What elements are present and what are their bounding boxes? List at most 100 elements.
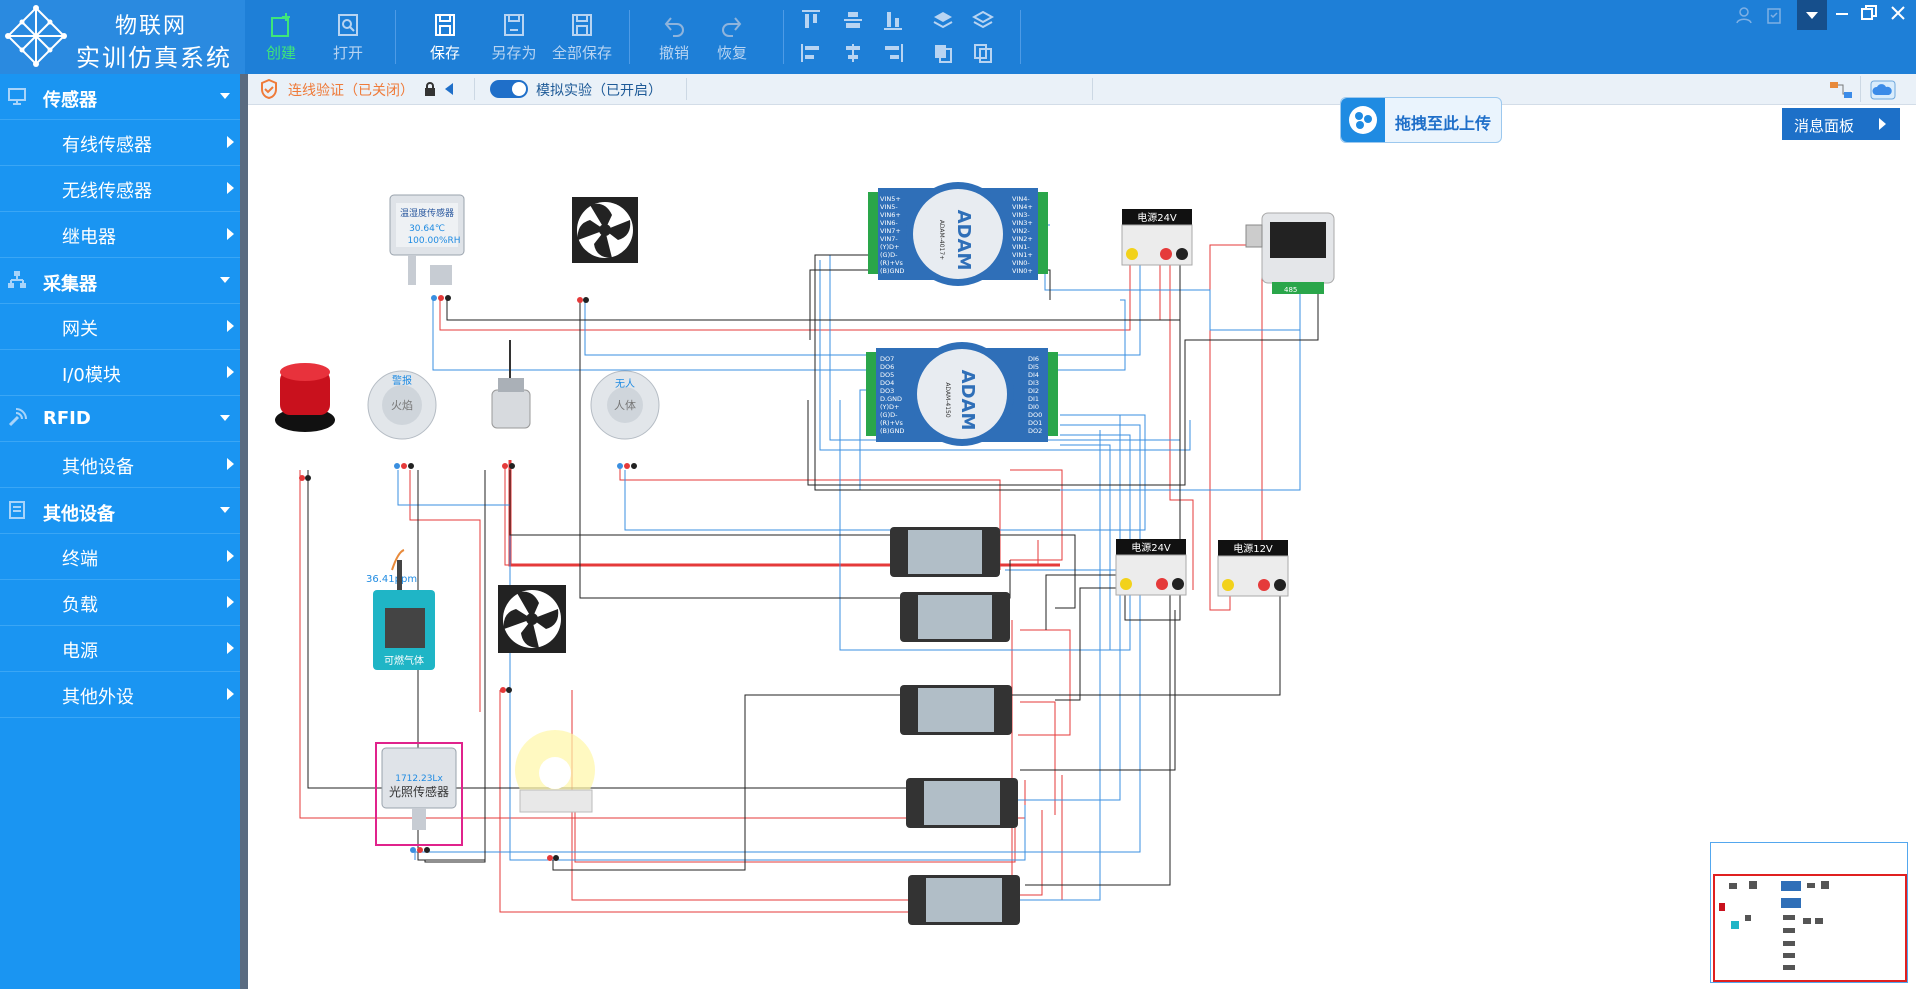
- minimap[interactable]: [1710, 842, 1908, 983]
- message-panel-button[interactable]: 消息面板: [1782, 108, 1900, 140]
- chevron-right-icon: [227, 136, 234, 148]
- flame-sensor[interactable]: 警报 火焰: [367, 370, 437, 469]
- fan-device[interactable]: [498, 585, 566, 693]
- power-label: 电源12V: [1233, 542, 1273, 555]
- relay-module[interactable]: [890, 527, 1000, 577]
- adam-pin-label: VIN6-: [880, 219, 898, 227]
- lamp-device[interactable]: [515, 730, 595, 861]
- light-readout: 1712.23Lx: [395, 774, 443, 784]
- chevron-right-icon: [227, 320, 234, 332]
- adam-pin-label: (B)GND: [880, 267, 904, 275]
- sidebar-item-terminal[interactable]: 终端: [0, 534, 240, 580]
- adam-pin-label: DO0: [1028, 411, 1042, 419]
- power-supply-24v[interactable]: 电源24V: [1115, 539, 1187, 596]
- validation-toggle[interactable]: 连线验证（已关闭）: [288, 83, 414, 99]
- chevron-right-icon: [227, 366, 234, 378]
- flame-label: 火焰: [391, 398, 413, 412]
- chevron-right-icon: [227, 182, 234, 194]
- bring-front-icon[interactable]: [932, 9, 954, 31]
- human-body-sensor[interactable]: 无人 人体: [590, 370, 660, 469]
- combustible-gas-sensor[interactable]: 36.41ppm 可燃气体: [366, 549, 435, 670]
- lock-icon[interactable]: [424, 82, 436, 96]
- upload-dropzone[interactable]: 拖拽至此上传: [1340, 97, 1502, 143]
- collector-icon: [8, 271, 26, 288]
- align-right-icon[interactable]: [882, 42, 904, 64]
- sidebar-category-rfid[interactable]: RFID: [0, 396, 240, 442]
- ultrasonic-sensor[interactable]: [491, 340, 531, 469]
- app-logo: 物联网 实训仿真系统: [0, 0, 245, 74]
- minimize-icon[interactable]: [1834, 6, 1850, 22]
- align-left-icon[interactable]: [800, 42, 822, 64]
- sidebar-item-power[interactable]: 电源: [0, 626, 240, 672]
- open-button[interactable]: 打开: [317, 10, 379, 66]
- sidebar-item-wired-sensor[interactable]: 有线传感器: [0, 120, 240, 166]
- relay-module[interactable]: [900, 592, 1010, 642]
- save-as-icon: [504, 14, 524, 36]
- chevron-right-icon: [227, 550, 234, 562]
- sidebar-category-sensor[interactable]: 传感器: [0, 74, 240, 120]
- user-icon[interactable]: [1735, 6, 1753, 24]
- minimap-preview: [1719, 881, 1829, 970]
- design-canvas[interactable]: 温湿度传感器 30.64℃ 100.00%RH 警报 火焰: [248, 105, 1916, 989]
- adam-4150-module[interactable]: ADAM ADAM-4150 DO7 DO6 DO5 DO4 DO3 D.GND…: [866, 342, 1058, 446]
- adam-pin-label: DO4: [880, 379, 894, 387]
- relay-module[interactable]: [900, 685, 1012, 735]
- sidebar-item-label: 其他外设: [62, 687, 134, 708]
- alarm-light[interactable]: [275, 363, 335, 481]
- dropdown-button[interactable]: [1797, 0, 1827, 30]
- save-all-button[interactable]: 全部保存: [551, 10, 613, 66]
- adam-4017-module[interactable]: ADAM ADAM-4017+ VIN5+ VIN5- VIN6+ VIN6- …: [868, 182, 1048, 286]
- send-back-icon[interactable]: [972, 9, 994, 31]
- toolbar-divider: [1020, 10, 1021, 64]
- power-supply-24v[interactable]: 电源24V: [1121, 209, 1193, 266]
- undo-icon: [664, 17, 684, 37]
- sidebar-item-relay[interactable]: 继电器: [0, 212, 240, 258]
- sidebar-item-gateway[interactable]: 网关: [0, 304, 240, 350]
- fan-device[interactable]: [572, 197, 638, 303]
- light-sensor[interactable]: 1712.23Lx 光照传感器: [375, 742, 463, 853]
- sidebar-splitter[interactable]: [240, 74, 248, 989]
- toolbar-divider: [629, 10, 630, 64]
- topology-icon[interactable]: [1828, 80, 1854, 100]
- sidebar-category-collector[interactable]: 采集器: [0, 258, 240, 304]
- simulation-switch[interactable]: [490, 80, 528, 98]
- clipboard-icon[interactable]: [1765, 6, 1783, 24]
- undo-button[interactable]: 撤销: [643, 10, 705, 66]
- adam-pin-label: DI3: [1028, 379, 1039, 387]
- sidebar-item-load[interactable]: 负载: [0, 580, 240, 626]
- align-bottom-icon[interactable]: [882, 9, 904, 31]
- restore-icon[interactable]: [1860, 4, 1878, 22]
- paste-icon[interactable]: [972, 42, 994, 64]
- temp-humidity-sensor[interactable]: 温湿度传感器 30.64℃ 100.00%RH: [389, 194, 465, 301]
- relay-module[interactable]: [908, 875, 1020, 925]
- align-top-icon[interactable]: [800, 9, 822, 31]
- close-icon[interactable]: [1890, 5, 1906, 21]
- minimap-viewport[interactable]: [1713, 874, 1907, 982]
- redo-button[interactable]: 恢复: [701, 10, 763, 66]
- adam-pin-label: VIN5+: [880, 195, 901, 203]
- cloud-icon[interactable]: [1870, 80, 1896, 100]
- align-middle-icon[interactable]: [842, 9, 864, 31]
- adam-pin-label: DI5: [1028, 363, 1039, 371]
- power-supply-12v[interactable]: 电源12V: [1217, 540, 1289, 597]
- create-button[interactable]: 创建: [250, 10, 312, 66]
- collapse-left-icon[interactable]: [444, 83, 454, 95]
- display-terminal[interactable]: 485: [1245, 212, 1335, 294]
- save-as-button[interactable]: 另存为: [483, 10, 545, 66]
- chevron-right-icon: [227, 688, 234, 700]
- align-center-icon[interactable]: [842, 42, 864, 64]
- sidebar-category-other-devices[interactable]: 其他设备: [0, 488, 240, 534]
- sidebar-item-wireless-sensor[interactable]: 无线传感器: [0, 166, 240, 212]
- sidebar-item-other-equipment[interactable]: 其他设备: [0, 442, 240, 488]
- body-label: 人体: [614, 398, 636, 412]
- sidebar-item-peripherals[interactable]: 其他外设: [0, 672, 240, 718]
- relay-module[interactable]: [906, 778, 1018, 828]
- temp-sensor-title: 温湿度传感器: [400, 207, 454, 219]
- adam-pin-label: VIN6+: [880, 211, 901, 219]
- simulation-label: 模拟实验（已开启）: [536, 83, 662, 99]
- sidebar-item-label: 有线传感器: [62, 135, 152, 156]
- subbar-divider: [474, 78, 475, 100]
- copy-icon[interactable]: [932, 42, 954, 64]
- sidebar-item-io-module[interactable]: I/0模块: [0, 350, 240, 396]
- save-button[interactable]: 保存: [414, 10, 476, 66]
